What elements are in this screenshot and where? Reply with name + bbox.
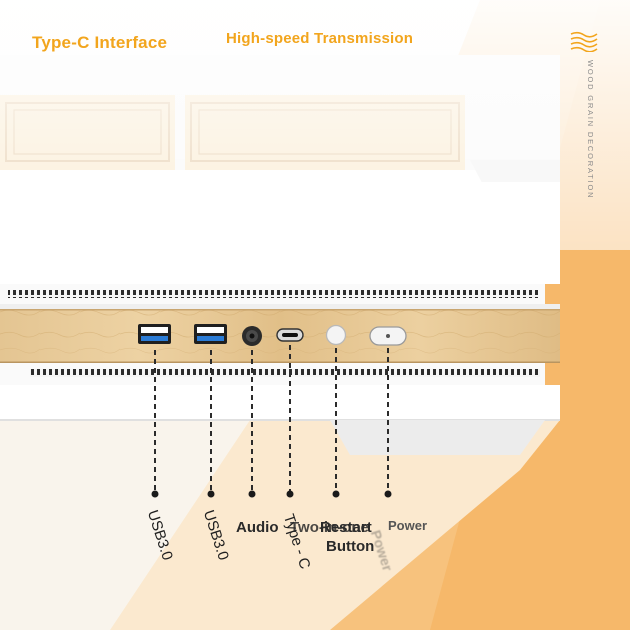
usb-a-port-icon — [194, 324, 227, 344]
wood-grain-logo-icon — [570, 31, 598, 52]
type-c-port-icon — [276, 328, 304, 342]
leader-endpoint — [248, 490, 256, 498]
headline-type-c: Type-C Interface — [32, 33, 168, 52]
leader-endpoint — [207, 490, 215, 498]
restart-label-top: Restart — [320, 519, 372, 536]
audio-jack-icon — [242, 326, 262, 346]
restart-label-bottom: Button — [326, 538, 375, 555]
headline-transmission: High-speed Transmission — [226, 30, 414, 47]
power-button-icon[interactable] — [369, 325, 407, 347]
leader-endpoint — [151, 490, 159, 498]
two-in-one-label: Two-in-one — [290, 519, 369, 536]
brand-vertical-text: WOOD GRAIN DECORATION — [586, 60, 595, 200]
port-label-audio: Audio — [236, 519, 279, 536]
leader-endpoint — [286, 490, 294, 498]
leader-endpoint — [384, 490, 392, 498]
restart-button-icon[interactable] — [325, 324, 347, 346]
port-label-power: Power — [388, 518, 428, 533]
usb-a-port-icon — [138, 324, 171, 344]
leader-endpoint — [332, 490, 340, 498]
